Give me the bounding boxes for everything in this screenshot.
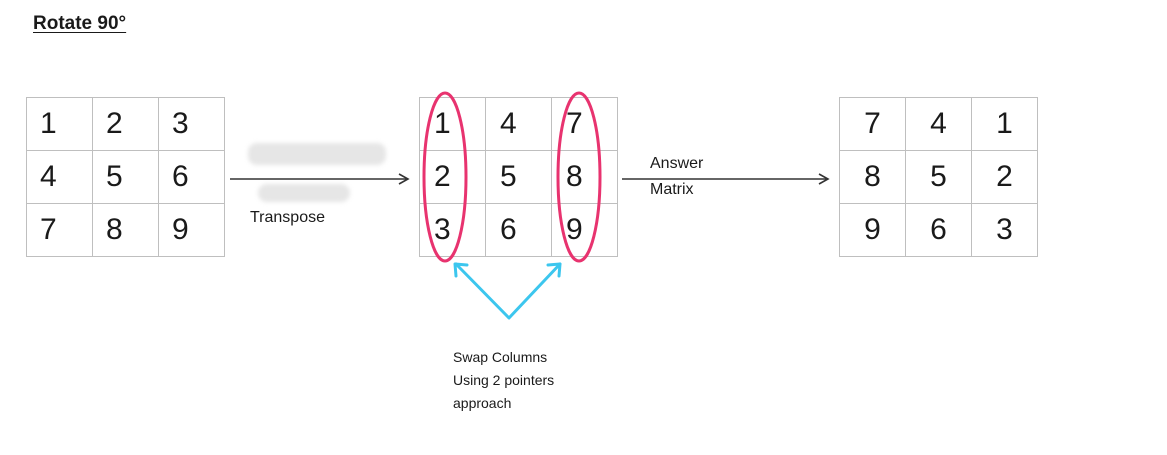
page-title: Rotate 90° xyxy=(33,13,127,34)
matrix-cell: 3 xyxy=(972,204,1038,257)
matrix-cell: 5 xyxy=(93,151,159,204)
matrix-cell: 5 xyxy=(906,151,972,204)
matrix-cell: 4 xyxy=(486,98,552,151)
matrix-cell: 1 xyxy=(972,98,1038,151)
matrix-cell: 8 xyxy=(840,151,906,204)
swap-pointer-arrows xyxy=(453,262,562,320)
answer-label: Answer xyxy=(650,155,704,172)
matrix-cell: 1 xyxy=(27,98,93,151)
matrix-cell: 8 xyxy=(93,204,159,257)
swap-note-line: Using 2 pointers xyxy=(453,372,555,388)
matrix-cell: 9 xyxy=(159,204,225,257)
matrix-cell: 2 xyxy=(420,151,486,204)
matrix-cell: 6 xyxy=(906,204,972,257)
matrix-cell: 1 xyxy=(420,98,486,151)
swap-note-line: approach xyxy=(453,395,512,411)
answer-label: Matrix xyxy=(650,181,694,198)
redacted-smudge xyxy=(258,184,350,202)
matrix-cell: 8 xyxy=(552,151,618,204)
transpose-label: Transpose xyxy=(250,209,325,226)
transposed-matrix: 1 4 7 2 5 8 3 6 9 xyxy=(419,97,618,257)
matrix-cell: 9 xyxy=(840,204,906,257)
swap-note-line: Swap Columns xyxy=(453,349,548,365)
matrix-cell: 4 xyxy=(27,151,93,204)
answer-matrix: 7 4 1 8 5 2 9 6 3 xyxy=(839,97,1038,257)
right-column-highlight xyxy=(556,91,602,263)
matrix-cell: 7 xyxy=(27,204,93,257)
matrix-cell: 2 xyxy=(93,98,159,151)
original-matrix: 1 2 3 4 5 6 7 8 9 xyxy=(26,97,225,257)
matrix-cell: 7 xyxy=(552,98,618,151)
left-column-highlight xyxy=(422,91,468,263)
matrix-cell: 6 xyxy=(486,204,552,257)
matrix-cell: 6 xyxy=(159,151,225,204)
matrix-cell: 2 xyxy=(972,151,1038,204)
matrix-cell: 5 xyxy=(486,151,552,204)
redacted-smudge xyxy=(248,143,386,165)
matrix-cell: 3 xyxy=(159,98,225,151)
matrix-cell: 7 xyxy=(840,98,906,151)
matrix-cell: 4 xyxy=(906,98,972,151)
